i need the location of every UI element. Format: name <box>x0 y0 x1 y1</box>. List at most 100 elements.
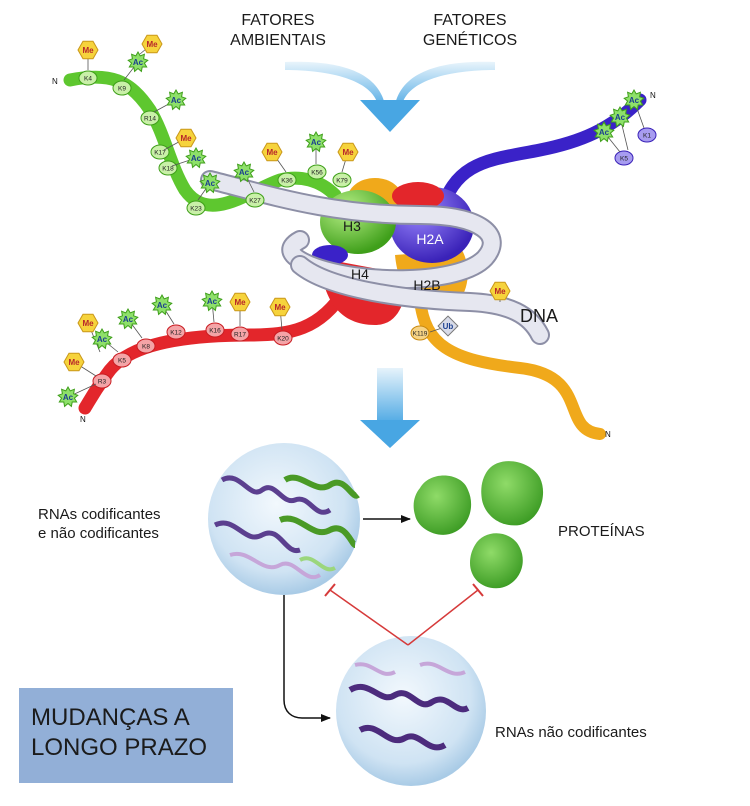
acetyl-mark: Ac <box>305 130 327 164</box>
acetyl-mark: Ac <box>153 88 187 113</box>
fatores-ambientais-label: FATORES AMBIENTAIS <box>230 12 326 49</box>
residue-bead: R17 <box>230 326 250 342</box>
residue-bead: R3 <box>92 373 112 389</box>
residue-bead: K8 <box>136 338 156 354</box>
residue-bead: K5 <box>112 352 132 368</box>
svg-text:Ub: Ub <box>443 322 454 331</box>
residue-bead: K20 <box>273 330 293 346</box>
converging-factors-arrow <box>285 61 495 132</box>
methyl-mark: Me <box>337 142 359 173</box>
residue-bead: K18 <box>158 160 178 176</box>
acetyl-mark: Ac <box>593 120 621 153</box>
acetyl-mark: Ac <box>151 293 175 325</box>
svg-text:Me: Me <box>82 319 94 328</box>
residue-bead: R14 <box>140 110 160 126</box>
residue-bead: K4 <box>78 70 98 86</box>
residue-label: K4 <box>84 76 92 83</box>
methyl-mark: Me <box>163 128 197 151</box>
rna-sphere-coding <box>208 443 360 595</box>
ubiquitin-mark: Ub <box>429 315 459 337</box>
acetyl-mark: Ac <box>91 327 119 353</box>
residue-label: K20 <box>277 336 289 343</box>
svg-text:Ac: Ac <box>191 154 202 163</box>
residue-label: K5 <box>118 358 126 365</box>
acetyl-mark: Ac <box>197 171 221 201</box>
acetyl-mark: Ac <box>233 160 255 193</box>
residue-bead: K56 <box>307 164 327 180</box>
acetyl-mark: Ac <box>171 146 207 169</box>
residue-label: K18 <box>162 166 174 173</box>
svg-text:Ac: Ac <box>615 113 626 122</box>
acetyl-mark: Ac <box>201 289 223 323</box>
svg-text:Me: Me <box>180 134 192 143</box>
residue-label: R3 <box>98 379 107 386</box>
svg-text:Ac: Ac <box>207 297 218 306</box>
residue-label: K5 <box>620 156 628 163</box>
n-terminal-green: N <box>52 77 58 86</box>
acetyl-mark: Ac <box>623 88 645 129</box>
methyl-mark: Me <box>261 142 287 173</box>
svg-text:Ac: Ac <box>311 138 322 147</box>
svg-text:Me: Me <box>68 358 80 367</box>
mudancas-longo-prazo-box: MUDANÇAS A LONGO PRAZO <box>19 688 233 783</box>
rna-sphere-noncoding <box>336 636 486 786</box>
h4-label: H4 <box>351 266 369 282</box>
h2b-label: H2B <box>413 277 440 293</box>
methyl-mark: Me <box>269 297 291 331</box>
modification-marks: MeAcMeAcMeAcAcAcMeAcMeAcAcAcMeAcMeAcAcAc… <box>57 34 645 408</box>
svg-text:Ac: Ac <box>239 168 250 177</box>
acetyl-mark: Ac <box>609 105 631 151</box>
svg-text:Ac: Ac <box>599 128 610 137</box>
residue-label: K16 <box>209 328 221 335</box>
proteinas-label: PROTEÍNAS <box>558 523 645 540</box>
residue-bead: K79 <box>332 172 352 188</box>
acetyl-mark: Ac <box>57 383 97 408</box>
residue-bead: K12 <box>166 324 186 340</box>
h2a-tail <box>433 93 647 222</box>
residue-label: K36 <box>281 178 293 185</box>
residue-bead: K17 <box>150 144 170 160</box>
residue-beads: K4K9R14K17K18K23K27K36K56K79K5K1R3K5K8K1… <box>78 70 657 389</box>
residue-bead: K1 <box>637 127 657 143</box>
residue-label: K9 <box>118 86 126 93</box>
svg-text:Ac: Ac <box>123 315 134 324</box>
h3-label: H3 <box>343 218 361 234</box>
protein-3 <box>470 533 523 589</box>
residue-label: K8 <box>142 344 150 351</box>
acetyl-mark: Ac <box>117 307 143 339</box>
methyl-mark: Me <box>229 292 251 326</box>
svg-text:Ac: Ac <box>157 301 168 310</box>
residue-bead: K36 <box>277 172 297 188</box>
svg-text:Ac: Ac <box>97 335 108 344</box>
svg-text:Me: Me <box>82 46 94 55</box>
residue-bead: K23 <box>186 200 206 216</box>
svg-text:Ac: Ac <box>629 96 640 105</box>
svg-text:Me: Me <box>146 40 158 49</box>
n-terminal-red: N <box>80 415 86 424</box>
dna-label: DNA <box>520 306 558 326</box>
protein-1 <box>413 475 472 535</box>
h2a-label: H2A <box>416 231 444 247</box>
dna-strand <box>200 170 550 345</box>
residue-bead: K9 <box>112 80 132 96</box>
residue-label: R17 <box>234 332 246 339</box>
residue-label: K1 <box>643 133 651 140</box>
svg-text:Me: Me <box>342 148 354 157</box>
svg-text:Ac: Ac <box>171 96 182 105</box>
mudancas-longo-prazo-label: MUDANÇAS A LONGO PRAZO <box>31 704 208 761</box>
arrow-rna-to-noncoding <box>283 595 331 722</box>
residue-label: K23 <box>190 206 202 213</box>
residue-label: K27 <box>249 198 261 205</box>
svg-text:Ac: Ac <box>63 393 74 402</box>
residue-label: R14 <box>144 116 156 123</box>
methyl-mark: Me <box>63 352 97 377</box>
residue-label: K119 <box>413 331 428 338</box>
residue-bead: K16 <box>205 322 225 338</box>
n-terminal-blue: N <box>650 91 656 100</box>
acetyl-mark: Ac <box>123 50 149 81</box>
methyl-mark: Me <box>139 34 163 55</box>
svg-text:Ac: Ac <box>205 179 216 188</box>
h2b-tail <box>414 294 606 440</box>
svg-text:Me: Me <box>266 148 278 157</box>
svg-text:Me: Me <box>494 287 506 296</box>
